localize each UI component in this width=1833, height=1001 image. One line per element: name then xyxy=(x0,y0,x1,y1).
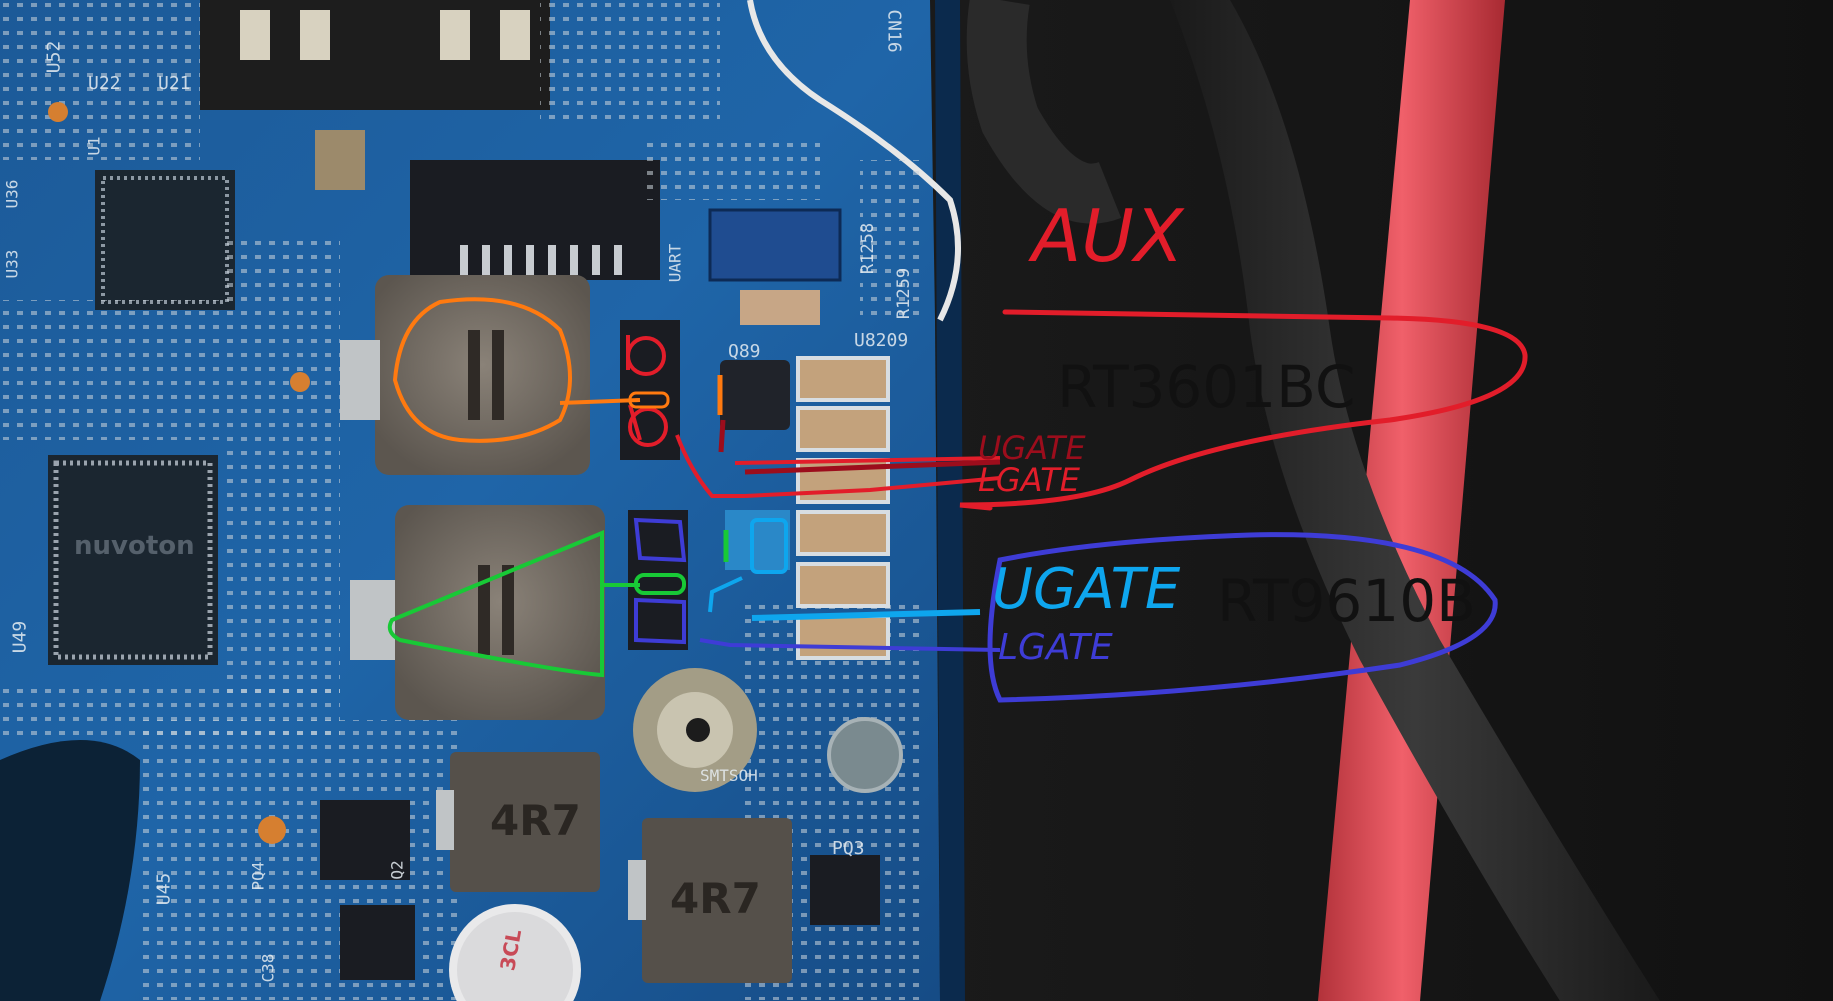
inductor-marking-b: 4R7 xyxy=(670,874,761,923)
rt9610b-label: RT9610B xyxy=(1217,567,1476,635)
nuvoton-chip xyxy=(48,455,218,665)
chip-marking: nuvoton xyxy=(74,531,195,561)
indigo-lgate-line xyxy=(699,638,1001,652)
silk-u52: U52 xyxy=(43,40,65,74)
choke-bottom xyxy=(395,505,605,720)
red-cable xyxy=(1318,0,1505,1001)
silk-u22: U22 xyxy=(88,73,121,94)
silk-u21: U21 xyxy=(158,73,191,94)
silk-cn16: CN16 xyxy=(883,9,905,53)
dark-red-ugate-line xyxy=(744,459,1001,475)
silk-q2: Q2 xyxy=(387,860,407,880)
orange-inductor-outline xyxy=(392,297,572,443)
black-cable-top xyxy=(966,0,1122,224)
bottom-ugate-label: UGATE xyxy=(992,557,1181,622)
silk-pq3: PQ3 xyxy=(832,838,865,859)
cap-marking: 3CL xyxy=(495,927,527,973)
silk-c38: C38 xyxy=(258,953,278,983)
aux-region-outline xyxy=(959,309,1528,511)
silk-r1259: R1259 xyxy=(894,267,915,320)
pcb-edge xyxy=(935,0,965,1001)
silk-u45: U45 xyxy=(153,872,175,906)
silk-u33: U33 xyxy=(2,249,22,279)
choke-top xyxy=(375,275,590,475)
light-blue-ugate-line xyxy=(751,609,981,621)
silk-smtsoh: SMTSOH xyxy=(700,766,758,785)
rt3601bc-label: RT3601BC xyxy=(1057,353,1356,421)
green-inductor-outline xyxy=(387,530,604,678)
top-ugate-label: UGATE xyxy=(978,429,1086,467)
silk-q89: Q89 xyxy=(728,341,761,362)
ic-u1 xyxy=(95,170,235,310)
black-cable xyxy=(1170,0,1660,1001)
bottom-lgate-label: LGATE xyxy=(998,627,1113,668)
silk-u8209: U8209 xyxy=(854,330,909,351)
inductor-marking-a: 4R7 xyxy=(490,796,581,845)
silk-uart: UART xyxy=(665,243,685,283)
rt9610b-region-outline xyxy=(987,532,1498,703)
silk-u49: U49 xyxy=(9,620,31,654)
silk-r1258: R1258 xyxy=(858,222,879,275)
white-wire xyxy=(747,0,961,322)
silk-pq4: PQ4 xyxy=(248,861,268,891)
silk-u1: U1 xyxy=(84,136,104,156)
top-lgate-label: LGATE xyxy=(978,461,1080,499)
inductor-4r7-b xyxy=(642,818,792,983)
inductor-4r7-a xyxy=(450,752,600,892)
aux-label: AUX xyxy=(1032,194,1184,278)
silk-u36: U36 xyxy=(2,179,22,209)
